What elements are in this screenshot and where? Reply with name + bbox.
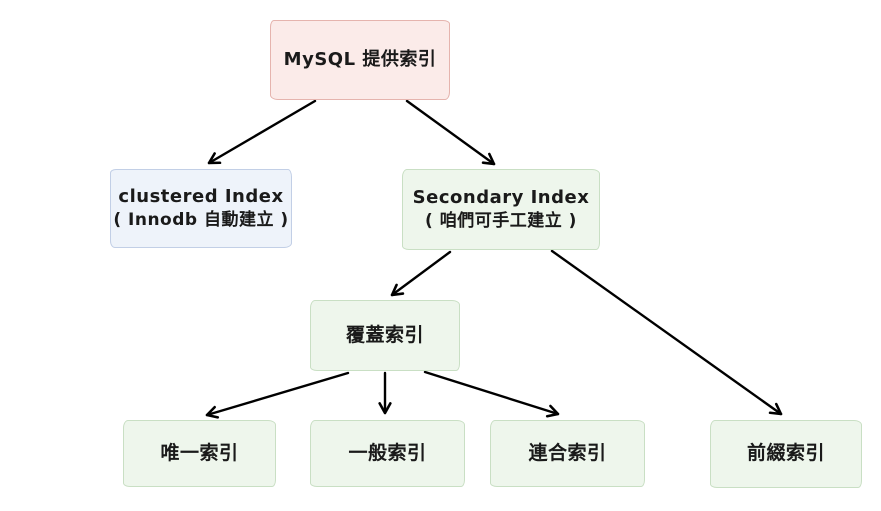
node-label: 一般索引 [348, 441, 427, 464]
edge-secondary-to-covering [390, 250, 452, 297]
edge-mysql-to-clustered [207, 99, 317, 165]
node-composite-index: 連合索引 [490, 420, 645, 487]
node-label: Secondary Index [412, 186, 590, 208]
edge-covering-to-composite [423, 370, 560, 418]
node-clustered-index: clustered Index ( Innodb 自動建立 ) [110, 169, 292, 248]
edge-mysql-to-secondary [405, 99, 496, 166]
node-sublabel: ( Innodb 自動建立 ) [113, 210, 289, 231]
node-label: 前綴索引 [746, 442, 825, 465]
node-mysql-root: MySQL 提供索引 [270, 20, 450, 100]
node-label: 覆蓋索引 [345, 323, 424, 346]
node-prefix-index: 前綴索引 [710, 420, 862, 488]
node-label: clustered Index [118, 185, 284, 207]
node-label: 連合索引 [528, 441, 607, 464]
node-sublabel: ( 咱們可手工建立 ) [425, 211, 577, 232]
node-secondary-index: Secondary Index ( 咱們可手工建立 ) [402, 169, 600, 250]
node-covering-index: 覆蓋索引 [310, 300, 460, 371]
node-label: 唯一索引 [160, 441, 239, 464]
node-normal-index: 一般索引 [310, 420, 465, 487]
node-label: MySQL 提供索引 [283, 48, 437, 70]
node-unique-index: 唯一索引 [123, 420, 276, 487]
edge-secondary-to-prefix [550, 249, 783, 416]
edge-covering-to-unique [205, 371, 350, 419]
